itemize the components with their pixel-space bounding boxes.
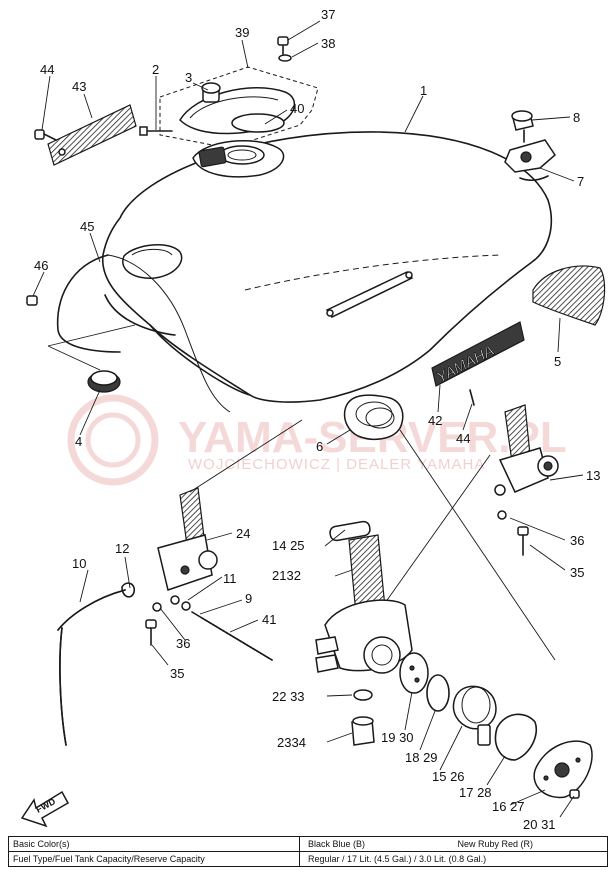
side-plate <box>34 104 137 166</box>
fuel-hose <box>57 589 126 746</box>
callout-19-30: 19 30 <box>381 730 414 745</box>
spring-rod <box>191 611 273 661</box>
callout-labels: 1 2 3 4 5 6 7 8 9 10 11 12 13 14 25 2132… <box>34 7 600 832</box>
callout-42: 42 <box>428 413 442 428</box>
callout-3: 3 <box>185 70 192 85</box>
callout-44-left: 44 <box>40 62 54 77</box>
strainer <box>343 394 556 661</box>
petcock-right <box>379 404 559 611</box>
callout-35-right: 35 <box>570 565 584 580</box>
callout-17-28: 17 28 <box>459 785 492 800</box>
rear-bracket <box>504 110 556 181</box>
main-petcock <box>315 520 593 799</box>
callout-46: 46 <box>34 258 48 273</box>
fwd-arrow-icon: FWD <box>20 790 70 828</box>
table-row: Fuel Type/Fuel Tank Capacity/Reserve Cap… <box>8 851 608 867</box>
callout-6: 6 <box>316 439 323 454</box>
callout-36-right: 36 <box>570 533 584 548</box>
callout-12: 12 <box>115 541 129 556</box>
callout-20-31: 20 31 <box>523 817 556 832</box>
callout-7: 7 <box>577 174 584 189</box>
callout-13: 13 <box>586 468 600 483</box>
fuel-cap-assembly <box>139 36 319 178</box>
color-values: Black Blue (B) New Ruby Red (R) <box>299 836 608 852</box>
callout-5: 5 <box>554 354 561 369</box>
watermark-sub-text: WOJCIECHOWICZ | DEALER YAMAHA <box>188 456 485 473</box>
callout-22-33: 22 33 <box>272 689 305 704</box>
table-row: Basic Color(s) Black Blue (B) New Ruby R… <box>8 836 608 852</box>
knee-pad <box>532 265 606 326</box>
callout-39: 39 <box>235 25 249 40</box>
callout-16-27: 16 27 <box>492 799 525 814</box>
callout-45: 45 <box>80 219 94 234</box>
color-value-b: New Ruby Red (R) <box>457 839 533 849</box>
callout-43: 43 <box>72 79 86 94</box>
callout-1: 1 <box>420 83 427 98</box>
callout-9: 9 <box>245 591 252 606</box>
fuel-label: Fuel Type/Fuel Tank Capacity/Reserve Cap… <box>8 851 300 867</box>
callout-8: 8 <box>573 110 580 125</box>
callout-36-left: 36 <box>176 636 190 651</box>
callout-44-right: 44 <box>456 431 470 446</box>
leader-lines <box>32 20 584 818</box>
callout-41: 41 <box>262 612 276 627</box>
color-label: Basic Color(s) <box>8 836 300 852</box>
callout-40: 40 <box>290 101 304 116</box>
callout-38: 38 <box>321 36 335 51</box>
callout-4: 4 <box>75 434 82 449</box>
callout-14-25: 14 25 <box>272 538 305 553</box>
spec-table: Basic Color(s) Black Blue (B) New Ruby R… <box>8 836 608 867</box>
callout-11: 11 <box>223 571 237 586</box>
watermark-logo-icon <box>67 394 159 486</box>
callout-37: 37 <box>321 7 335 22</box>
callout-23-34: 2334 <box>277 735 306 750</box>
vent-hose <box>26 254 231 413</box>
callout-15-26: 15 26 <box>432 769 465 784</box>
callout-24: 24 <box>236 526 250 541</box>
petcock-left <box>121 419 303 646</box>
callout-35-left: 35 <box>170 666 184 681</box>
color-value-a: Black Blue (B) <box>308 839 366 849</box>
fuel-tank <box>101 131 552 403</box>
callout-10: 10 <box>72 556 86 571</box>
callout-18-29: 18 29 <box>405 750 438 765</box>
callout-2: 2 <box>152 62 159 77</box>
fuel-value: Regular / 17 Lit. (4.5 Gal.) / 3.0 Lit. … <box>299 851 608 867</box>
callout-21-32: 2132 <box>272 568 301 583</box>
